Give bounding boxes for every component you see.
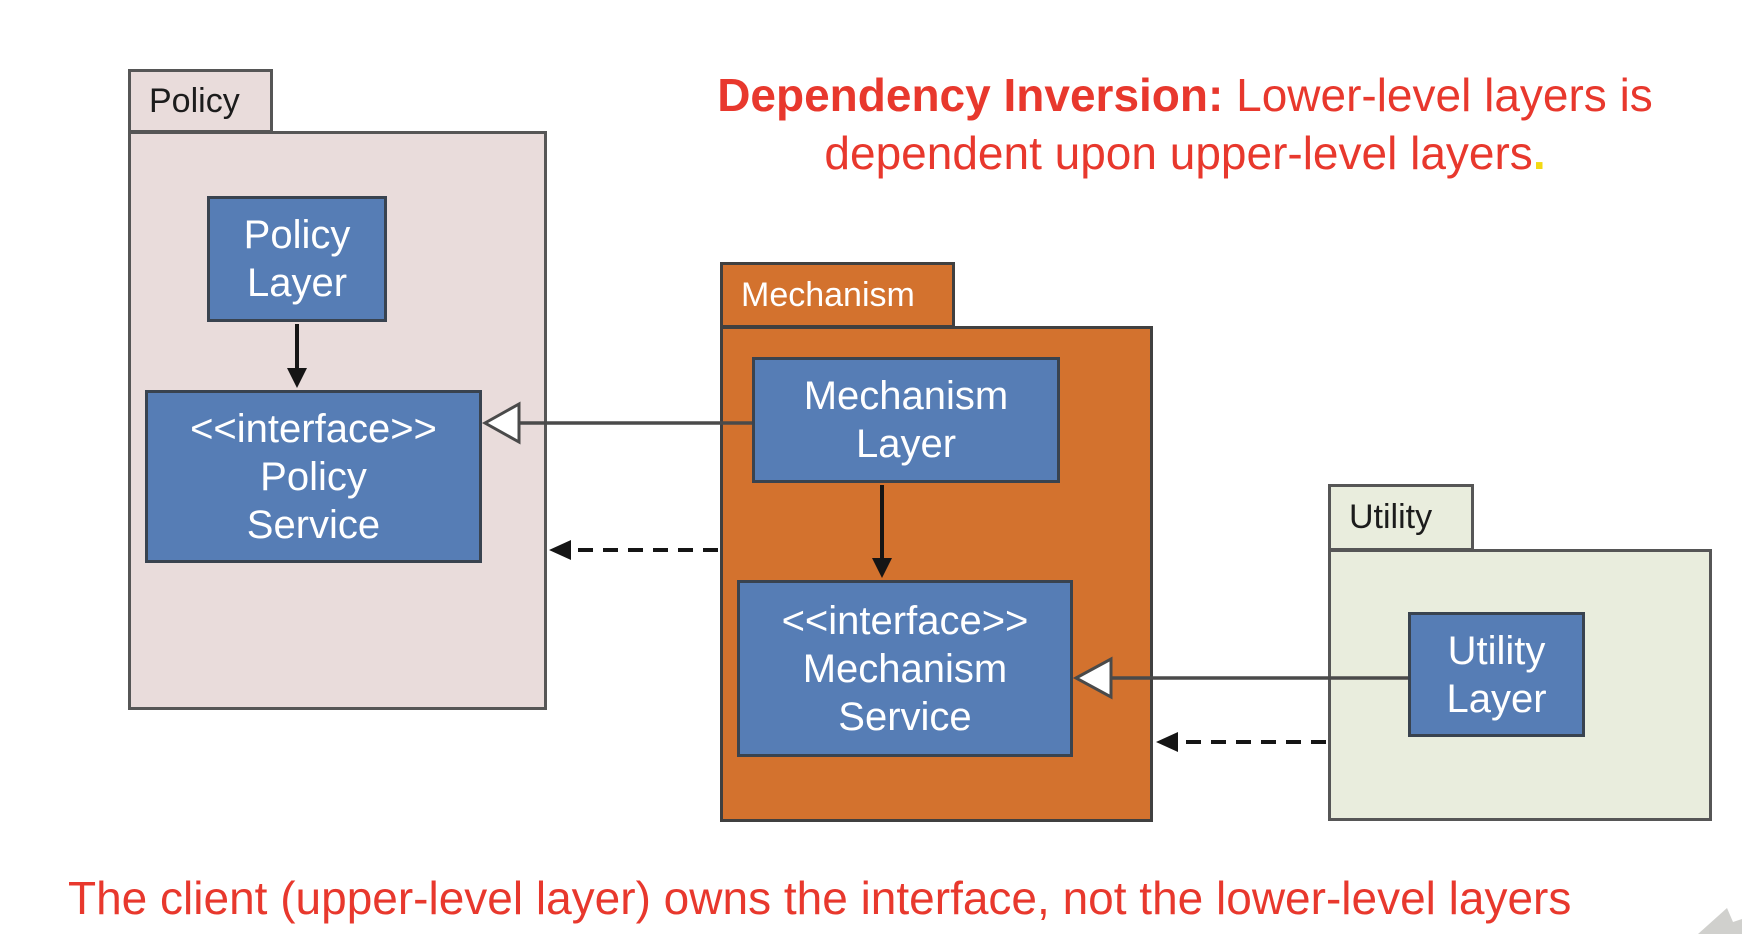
utility-package-label: Utility — [1349, 498, 1433, 536]
heading-term: Dependency Inversion: — [717, 69, 1224, 121]
bottom-note: The client (upper-level layer) owns the … — [68, 872, 1572, 924]
mechanism-package-tab: Mechanism — [720, 262, 955, 328]
heading-line-1: Dependency Inversion: Lower-level layers… — [660, 66, 1710, 124]
heading-dependency-inversion: Dependency Inversion: Lower-level layers… — [660, 66, 1710, 182]
mechanism-package-label: Mechanism — [741, 275, 915, 314]
policy-layer-node: Policy Layer — [207, 196, 387, 322]
stereotype-label: <<interface>> — [781, 598, 1029, 643]
policy-package-tab: Policy — [128, 69, 273, 133]
stereotype-label: <<interface>> — [190, 406, 437, 451]
mechanism-service-interface-node: <<interface>> Mechanism Service — [737, 580, 1073, 757]
heading-line-2: dependent upon upper-level layers. — [824, 127, 1546, 179]
mechanism-depends-on-policy-arrow — [549, 540, 718, 560]
yellow-period: . — [1532, 127, 1546, 179]
utility-depends-on-mechanism-arrow — [1156, 732, 1326, 752]
utility-layer-node: Utility Layer — [1408, 612, 1585, 737]
utility-package-tab: Utility — [1328, 484, 1474, 551]
policy-package-label: Policy — [149, 81, 240, 120]
policy-service-interface-node: <<interface>> Policy Service — [145, 390, 482, 563]
heading-line-1-rest: Lower-level layers is — [1223, 69, 1653, 121]
mechanism-layer-node: Mechanism Layer — [752, 357, 1060, 483]
